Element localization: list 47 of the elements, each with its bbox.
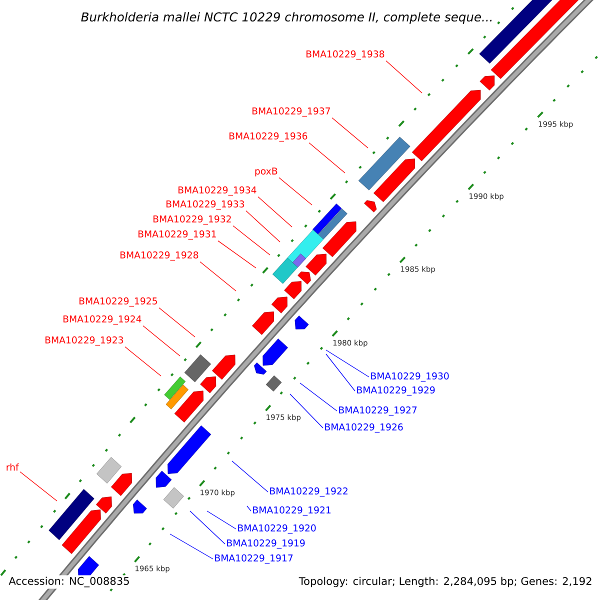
leader-line	[206, 510, 236, 530]
gene-label: BMA10229_1937	[252, 107, 330, 117]
gene-label: BMA10229_1930	[371, 372, 449, 382]
leader-line	[326, 350, 370, 378]
gene-label: BMA10229_1923	[46, 336, 124, 346]
leader-line	[290, 394, 324, 428]
gene-label: BMA10229_1931	[138, 230, 216, 240]
gene-label: BMA10229_1921	[253, 506, 331, 516]
leader-line	[246, 210, 280, 242]
gene-label: BMA10229_1925	[80, 297, 157, 307]
gene-label: BMA10229_1933	[166, 200, 244, 210]
gene-label: BMA10229_1934	[178, 186, 256, 196]
leader-line	[232, 460, 268, 492]
gene-label: BMA10229_1927	[339, 406, 417, 416]
leader-line	[246, 506, 252, 512]
gene-label: BMA10229_1932	[154, 215, 231, 225]
leader-line	[200, 261, 236, 292]
gene-label: BMA10229_1920	[238, 524, 316, 534]
leader-line	[20, 471, 58, 502]
leader-line	[170, 534, 214, 560]
gene-label: poxB	[255, 168, 278, 176]
gene-label: BMA10229_1919	[227, 539, 305, 549]
footer-text: Topology: circular; Length: 2,284,095 bp; Genes: 2,192	[297, 575, 594, 589]
leader-line	[232, 225, 270, 256]
leader-line	[308, 142, 346, 174]
gene-label: BMA10229_1929	[357, 386, 435, 396]
leader-line	[158, 307, 196, 338]
leader-line	[124, 346, 162, 376]
gene-label: BMA10229_1924	[64, 315, 142, 325]
leader-line	[142, 325, 180, 356]
leader-line	[218, 240, 256, 268]
leader-line	[332, 117, 368, 148]
gene-label: BMA10229_1917	[215, 554, 293, 564]
gene-label: rhf	[6, 463, 19, 471]
gene-label: BMA10229_1936	[230, 132, 308, 142]
leader-line	[278, 177, 312, 206]
gene-label: BMA10229_1922	[270, 487, 348, 497]
leader-line	[326, 354, 356, 392]
gene-label: BMA10229_1926	[325, 423, 403, 433]
gene-label: BMA10229_1938	[306, 50, 384, 60]
leader-line	[386, 60, 422, 94]
leader-line	[258, 196, 292, 228]
footer-text: Accession: NC_008835	[7, 575, 132, 589]
map-title: Burkholderia mallei NCTC 10229 chromosome II, complete seque...	[78, 10, 496, 26]
leader-line	[300, 382, 338, 412]
leader-line	[190, 510, 226, 544]
gene-label: BMA10229_1928	[120, 251, 198, 261]
